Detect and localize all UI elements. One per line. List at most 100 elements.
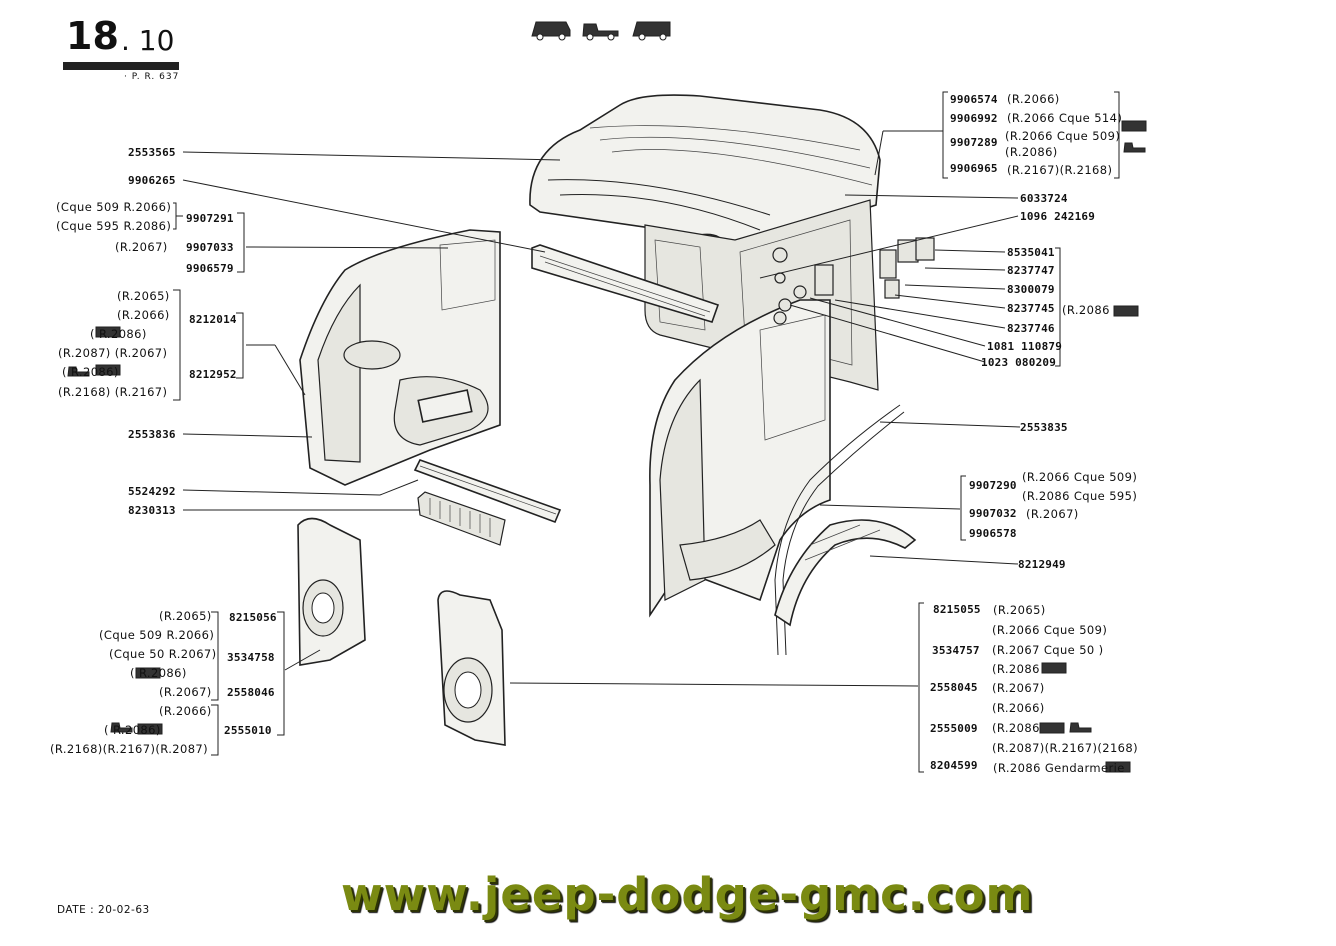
ref-label: (R.2065) [159,609,212,623]
part-number: 3534758 [227,651,275,664]
van-icon [95,326,121,338]
part-number: 9907033 [186,241,234,254]
part-number: 3534757 [932,644,980,657]
pickup-truck-icon [582,23,619,41]
ref-label: ( R.2086) [104,723,161,737]
part-number: 1023 080209 [981,356,1057,369]
part-number: 8212014 [189,313,237,326]
ref-label: (R.2086 [992,721,1040,735]
part-number-door-seal: 2553836 [128,428,176,441]
wheel-arch-drawing [774,519,917,627]
ref-label: (Cque 50 R.2067) [109,647,217,661]
part-number: 1081 110879 [987,340,1063,353]
hinge-hardware-drawing [772,237,935,325]
ref-label: ( R.2086) [130,666,187,680]
ref-label: (R.2066) [117,308,170,322]
part-number: 8237746 [1007,322,1055,335]
pickup-truck-icon [67,366,90,377]
pr-reference: · P. R. 637 [124,72,180,82]
van-icon [137,723,163,735]
ref-label: (Cque 509 R.2066) [56,200,172,214]
part-number: 2555010 [224,724,272,737]
ref-label: (R.2086 Cque 595) [1022,489,1138,503]
minibus-icon [632,21,671,41]
part-number: 8237747 [1007,264,1055,277]
part-number: 6033724 [1020,192,1068,205]
ref-label: (R.2168) (R.2167) [58,385,168,399]
ref-label: (R.2065) [993,603,1046,617]
pickup-truck-icon [1069,722,1092,733]
part-number-roof: 2553565 [128,146,176,159]
right-door-seal-drawing [774,404,905,656]
part-number: 8535041 [1007,246,1055,259]
ref-label: (R.2066 Cque 509) [1005,129,1121,143]
ref-label: ( R.2086) [90,327,147,341]
title-underline [63,62,179,70]
ref-label: (R.2066) [159,704,212,718]
part-number: 9907290 [969,479,1017,492]
part-number: 8215055 [933,603,981,616]
ref-label: (R.2067) [159,685,212,699]
van-icon [1105,761,1131,773]
ref-label: (R.2066) [1007,92,1060,106]
part-number-sill-trim: 8230313 [128,504,176,517]
roof-rail-drawing [531,244,720,323]
ref-label: (Cque 509 R.2066) [99,628,215,642]
pickup-truck-icon [1123,142,1146,153]
ref-label: (R.2065) [117,289,170,303]
pickup-truck-icon [110,722,133,733]
ref-label: (R.2086 [1062,303,1110,317]
part-number-sill: 5524292 [128,485,176,498]
part-number: 1096 242169 [1020,210,1096,223]
part-number: 8212952 [189,368,237,381]
van-icon [1041,662,1067,674]
ref-label: (R.2087) (R.2067) [58,346,168,360]
van-icon [135,667,161,679]
section-number: 18 [66,14,119,58]
part-number: 9906578 [969,527,1017,540]
right-body-side-drawing [649,299,831,618]
ref-label: (R.2067) [115,240,168,254]
part-number: 2555009 [930,722,978,735]
right-pillar-trim-drawing [437,590,506,746]
ref-label: (R.2087)(R.2167)(2168) [992,741,1138,755]
section-subnumber: . 10 [121,24,175,57]
ref-label: (R.2067) [992,681,1045,695]
ref-label: (R.2067) [1026,507,1079,521]
van-icon [1121,120,1147,132]
part-number: 9907291 [186,212,234,225]
document-date: DATE : 20-02-63 [57,904,150,916]
van-icon [1039,722,1065,734]
part-number: 9906579 [186,262,234,275]
sill-strip-drawing [413,459,562,546]
part-number: 2558046 [227,686,275,699]
part-number: 8237745 [1007,302,1055,315]
van-icon [1113,305,1139,317]
part-number-wheel-arch: 8212949 [1018,558,1066,571]
ref-label: (R.2066 Cque 514) [1007,111,1123,125]
part-number-seal: 2553835 [1020,421,1068,434]
ref-label: (R.2066 Cque 509) [992,623,1108,637]
website-watermark: www.jeep-dodge-gmc.com [341,868,1034,921]
ref-label: (Cque 595 R.2086) [56,219,172,233]
ref-label: (R.2086 Gendarmerie [993,761,1125,775]
ref-label: (R.2168)(R.2167)(R.2087) [50,742,209,756]
ref-label: (R.2066 Cque 509) [1022,470,1138,484]
part-number: 2558045 [930,681,978,694]
ref-label: (R.2066) [992,701,1045,715]
van-icon [95,364,121,376]
part-number-roof-rail: 9906265 [128,174,176,187]
van-icon [531,21,571,41]
part-number: 9906992 [950,112,998,125]
part-number: 9906965 [950,162,998,175]
ref-label: (R.2167)(R.2168) [1007,163,1113,177]
part-number: 8204599 [930,759,978,772]
part-number: 8215056 [229,611,277,624]
ref-label: ( R.2086) [62,365,119,379]
ref-label: (R.2086 [992,662,1040,676]
left-door-drawing [299,229,501,486]
part-number: 8300079 [1007,283,1055,296]
ref-label: (R.2086) [1005,145,1058,159]
part-number: 9907289 [950,136,998,149]
